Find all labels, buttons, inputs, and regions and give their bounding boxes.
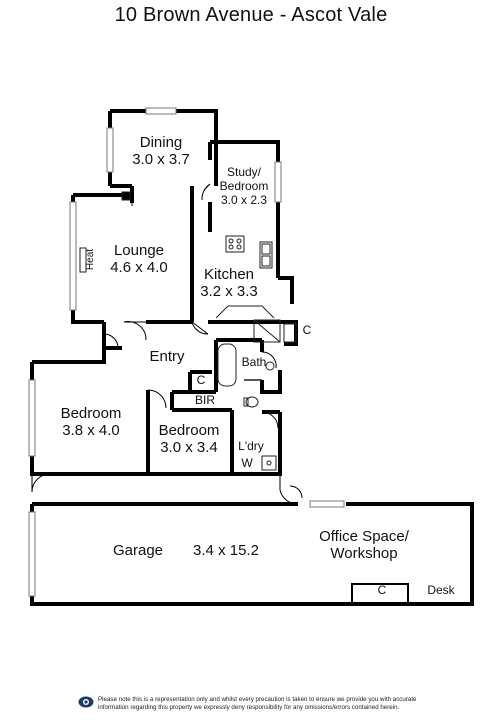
wall-office <box>351 583 409 604</box>
room-bedroom1: Bedroom 3.8 x 4.0 <box>52 405 130 440</box>
room-bath: Bath <box>241 355 267 369</box>
door-study <box>201 183 211 201</box>
cupboard-c3: C <box>377 583 387 597</box>
room-kitchen-size: 3.2 x 3.3 <box>200 283 258 301</box>
room-bedroom2-name: Bedroom <box>158 422 220 439</box>
kitchen-bench <box>215 305 275 319</box>
room-office-name: Office Space/ <box>319 528 409 545</box>
wall-kitchen <box>186 186 298 346</box>
room-dining: Dining 3.0 x 3.7 <box>126 134 196 169</box>
basin <box>265 361 275 371</box>
room-bedroom1-size: 3.8 x 4.0 <box>62 422 120 440</box>
door-side <box>289 485 303 499</box>
room-entry: Entry <box>149 348 185 365</box>
room-garage: Garage <box>112 542 164 559</box>
wall-study <box>208 140 280 278</box>
stove <box>225 235 245 253</box>
vanity <box>283 323 297 343</box>
heat-label: Heat <box>85 248 97 271</box>
window-dining <box>145 107 177 115</box>
heater <box>79 247 87 273</box>
room-kitchen: Kitchen 3.2 x 3.3 <box>194 266 264 301</box>
door-bath <box>261 351 277 369</box>
plan-title: 10 Brown Avenue - Ascot Vale <box>114 4 388 26</box>
washer-w: W <box>241 456 253 470</box>
door-garage-west <box>31 473 51 493</box>
room-dining-name: Dining <box>139 134 183 151</box>
window-bedroom1 <box>28 379 36 457</box>
bir-label: BIR <box>194 393 215 407</box>
door-bedroom1 <box>147 389 167 409</box>
room-study-name: Study/ <box>226 165 262 179</box>
door-garage-east <box>279 474 299 505</box>
room-study-name2: Bedroom <box>219 178 269 193</box>
room-office-name2: Workshop <box>330 545 398 563</box>
disclaimer-line2: information regarding this property we e… <box>98 703 400 711</box>
disclaimer: Please note this is a representation onl… <box>98 696 438 712</box>
room-kitchen-name: Kitchen <box>203 266 255 283</box>
kitchen-sink <box>259 241 273 269</box>
door-entry-front <box>103 333 119 349</box>
window-garage-west <box>28 511 36 597</box>
wall-bath <box>214 338 282 394</box>
cupboard-c1: C <box>196 373 206 387</box>
bathtub <box>217 343 237 387</box>
window-study <box>274 161 282 203</box>
desk-label: Desk <box>427 583 455 597</box>
fireplace-block <box>121 191 131 201</box>
room-study-size: 3.0 x 2.3 <box>220 192 268 207</box>
laundry-trough <box>261 455 277 471</box>
room-lounge-size: 4.6 x 4.0 <box>110 259 168 277</box>
wall-bir <box>170 370 232 412</box>
room-bedroom2: Bedroom 3.0 x 3.4 <box>150 422 228 457</box>
window-dining-west <box>106 127 114 173</box>
room-dining-size: 3.0 x 3.7 <box>132 151 190 169</box>
brand-logo-icon <box>78 696 94 708</box>
room-office: Office Space/ Workshop <box>312 528 416 563</box>
door-kitchen-entry <box>191 321 209 335</box>
room-bedroom2-size: 3.0 x 3.4 <box>160 439 218 457</box>
room-lounge-name: Lounge <box>113 242 165 259</box>
room-study: Study/ Bedroom 3.0 x 2.3 <box>212 165 276 207</box>
door-laundry <box>261 411 279 429</box>
cupboard-c2: C <box>302 323 312 337</box>
room-laundry: L'dry <box>238 439 264 453</box>
room-bedroom1-name: Bedroom <box>60 405 122 422</box>
window-lounge <box>69 201 77 311</box>
room-garage-size: 3.4 x 15.2 <box>193 542 259 559</box>
door-entry-lounge <box>123 321 147 341</box>
wall-entry <box>32 320 186 364</box>
room-lounge: Lounge 4.6 x 4.0 <box>104 242 174 277</box>
toilet <box>245 396 259 408</box>
window-garage-north <box>309 500 345 508</box>
disclaimer-line1: Please note this is a representation onl… <box>98 696 417 703</box>
shower <box>253 319 281 343</box>
